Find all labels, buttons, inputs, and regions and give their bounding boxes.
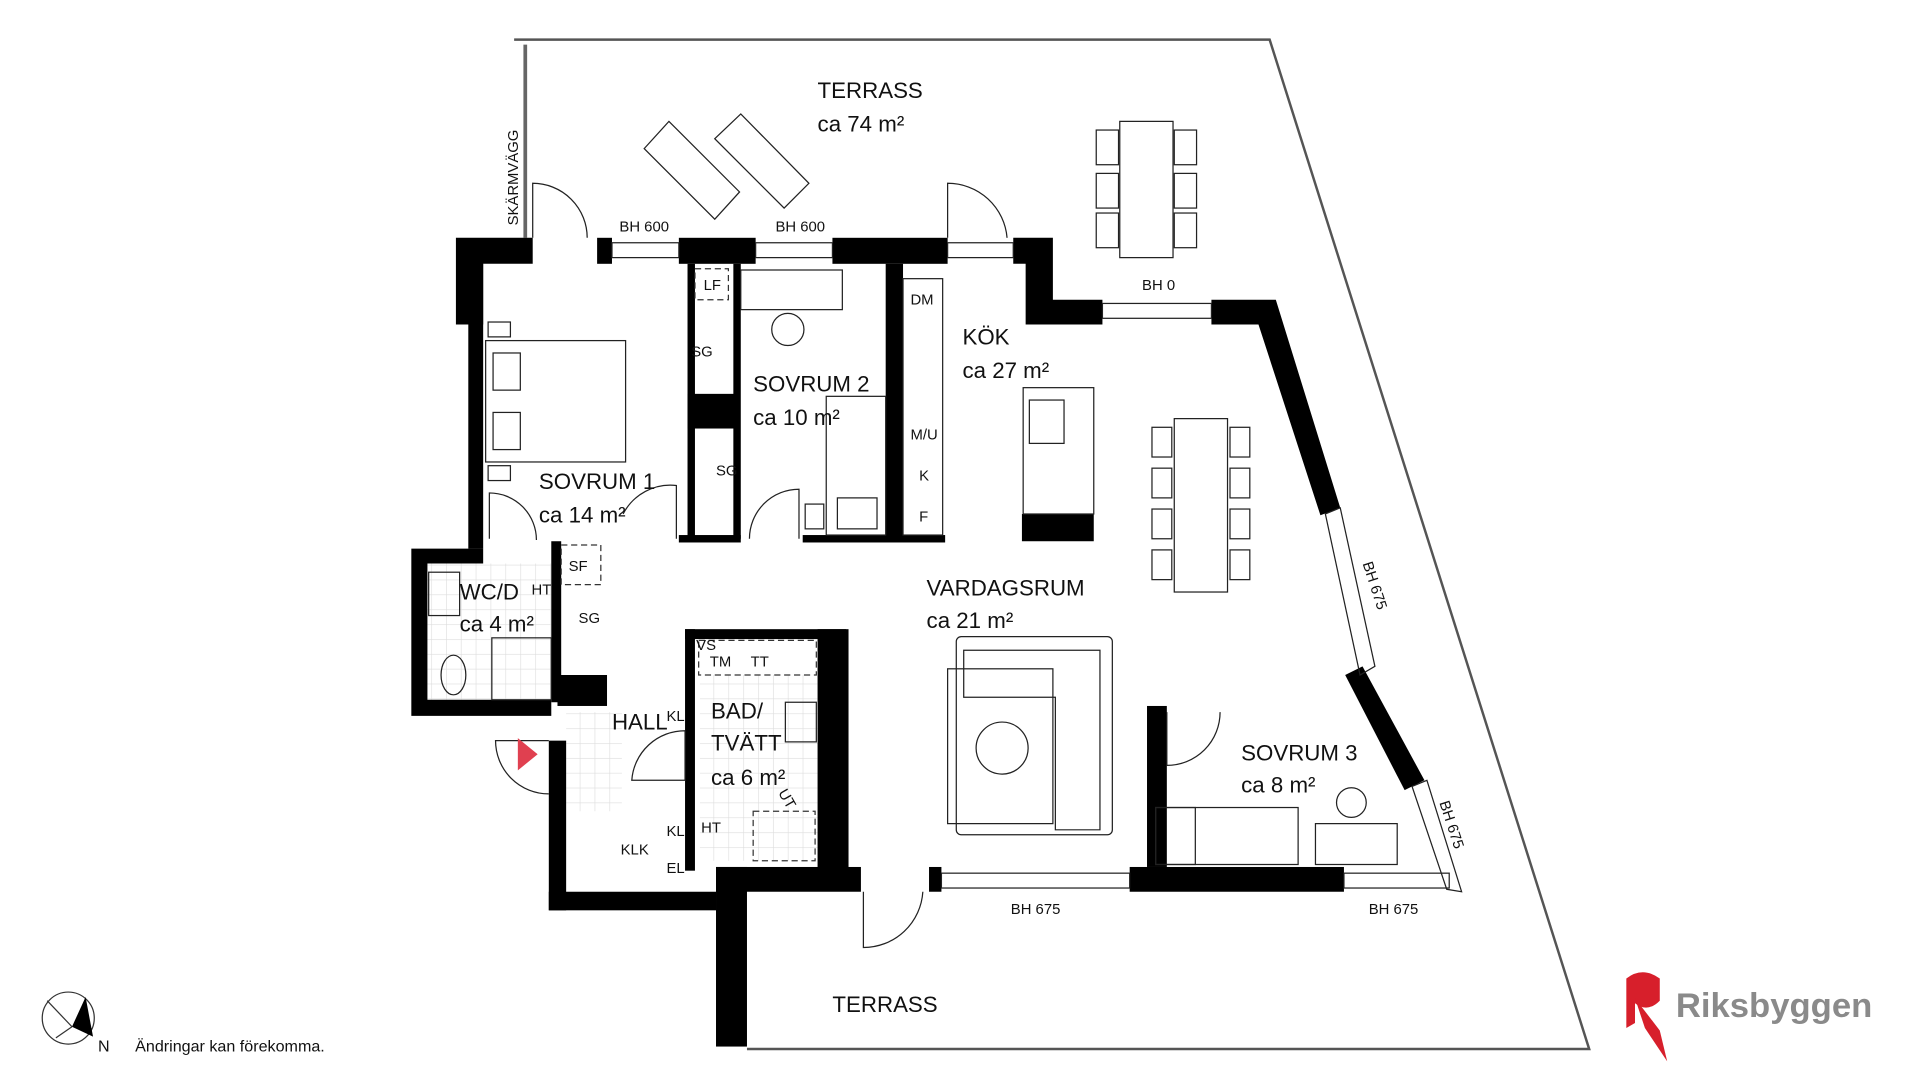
room-area-sovrum1: ca 14 m²	[539, 503, 626, 528]
fixture-label: TM	[710, 654, 731, 670]
room-name-wc: WC/D	[460, 579, 519, 604]
window-label: BH 675	[1359, 560, 1390, 612]
fixture-label: SG	[691, 345, 712, 361]
fixture-label: K	[919, 469, 929, 485]
window-labels: BH 600 BH 600 BH 0 BH 675 BH 675 BH 675 …	[505, 130, 1466, 918]
fixture-label: SG	[716, 464, 737, 480]
fixture-label: KL	[666, 709, 684, 725]
fixture-label: KL	[666, 824, 684, 840]
riksbyggen-logo	[1626, 972, 1668, 1062]
room-name-bad: BAD/	[711, 698, 764, 723]
terrace-outline	[514, 38, 1591, 1051]
fixture-label: M/U	[910, 428, 937, 444]
fixture-label: EL	[666, 861, 684, 877]
fixture-label: LF	[704, 278, 721, 294]
fixture-label: DM	[910, 293, 933, 309]
entrance-arrow-icon	[517, 738, 538, 771]
room-area-terrace: ca 74 m²	[818, 111, 905, 136]
fixture-label: TT	[751, 654, 769, 670]
north-arrow-icon	[41, 991, 95, 1045]
fixture-labels: LF SG SG DM M/U K F SF SG HT KL KLK KL E…	[531, 278, 937, 877]
window-label: BH 675	[1011, 902, 1061, 918]
tile-pattern	[427, 563, 818, 861]
brand-name: Riksbyggen	[1676, 987, 1872, 1025]
room-name-hall: HALL	[612, 709, 668, 734]
doors	[488, 182, 1221, 949]
room-name-kok: KÖK	[962, 324, 1009, 349]
fixture-label: KLK	[621, 843, 649, 859]
room-labels: TERRASS ca 74 m² SOVRUM 1 ca 14 m² SOVRU…	[460, 78, 1358, 1017]
fixture-label: F	[919, 509, 928, 525]
room-name-terrace-2: TERRASS	[832, 992, 937, 1017]
window-label: BH 0	[1142, 278, 1175, 294]
fixture-label: VS	[696, 638, 716, 654]
fixture-label: HT	[701, 820, 721, 836]
room-area-sovrum2: ca 10 m²	[753, 405, 840, 430]
fixture-label: SF	[569, 559, 588, 575]
furniture	[428, 113, 1398, 866]
screen-wall-label: SKÄRMVÄGG	[505, 130, 522, 226]
fixture-label: HT	[531, 582, 551, 598]
north-label: N	[98, 1038, 110, 1056]
window-label: BH 675	[1369, 902, 1419, 918]
fixture-label: SG	[579, 611, 600, 627]
room-name-sovrum1: SOVRUM 1	[539, 469, 655, 494]
room-name-sovrum3: SOVRUM 3	[1241, 740, 1357, 765]
windows	[611, 242, 1463, 893]
room-area-kok: ca 27 m²	[962, 358, 1049, 383]
window-label: BH 600	[775, 220, 825, 236]
disclaimer: Ändringar kan förekomma.	[135, 1038, 325, 1056]
window-label: BH 600	[619, 220, 669, 236]
room-name-terrace: TERRASS	[818, 78, 923, 103]
room-area-bad: ca 6 m²	[711, 765, 785, 790]
room-area-sovrum3: ca 8 m²	[1241, 773, 1315, 798]
room-name-sovrum2: SOVRUM 2	[753, 371, 869, 396]
walls	[411, 237, 1425, 1047]
room-name-vardagsrum: VARDAGSRUM	[927, 576, 1085, 601]
room-name-tvatt: TVÄTT	[711, 731, 782, 756]
room-area-vardagsrum: ca 21 m²	[927, 608, 1014, 633]
room-area-wc: ca 4 m²	[460, 612, 534, 637]
window-label: BH 675	[1436, 799, 1467, 851]
